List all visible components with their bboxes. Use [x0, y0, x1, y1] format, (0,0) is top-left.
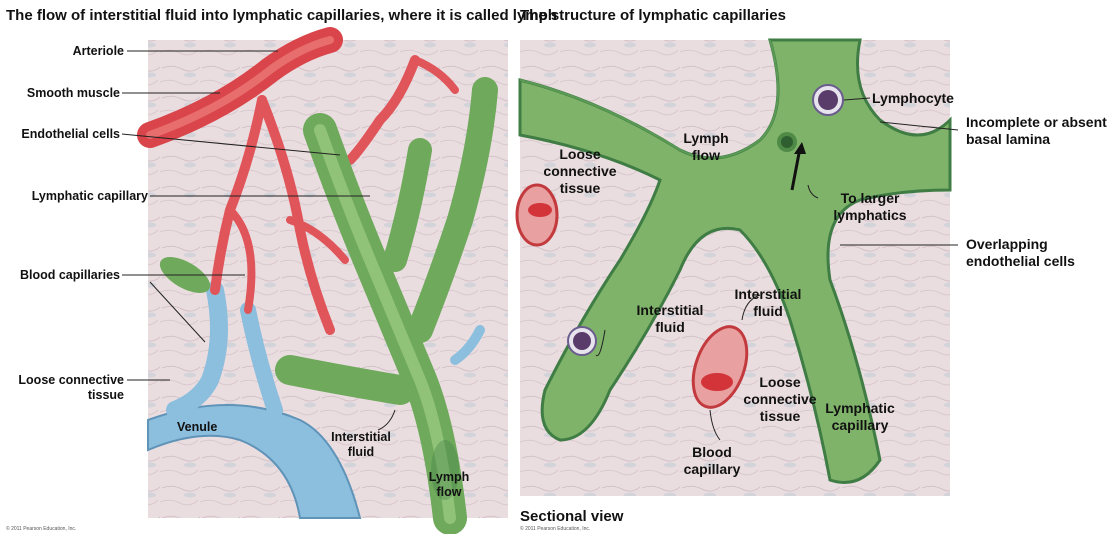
label-line-1: Loose [559, 146, 600, 162]
label-line-3: tissue [760, 408, 800, 424]
label-line-2: fluid [655, 319, 685, 335]
label-line-1: Lymphatic [825, 400, 895, 416]
label-line-1: Interstitial [331, 430, 391, 444]
label-line-2: tissue [88, 388, 124, 402]
label-line-1: Lymph [429, 470, 470, 484]
label-lymphocyte: Lymphocyte [872, 90, 954, 107]
label-loose-connective-tissue-bottom: Loose connective tissue [735, 374, 825, 425]
label-loose-connective-tissue: Loose connective tissue [0, 373, 124, 403]
label-line-1: To larger [841, 190, 900, 206]
label-endothelial-cells: Endothelial cells [0, 127, 120, 142]
label-overlapping-endothelial-cells: Overlapping endothelial cells [966, 236, 1075, 270]
label-line-1: Loose connective [18, 373, 124, 387]
label-blood-capillaries: Blood capillaries [0, 268, 120, 283]
label-line-1: Lymph [683, 130, 728, 146]
label-line-2: lymphatics [833, 207, 906, 223]
label-line-2: fluid [348, 445, 374, 459]
label-line-1: Interstitial [637, 302, 704, 318]
label-lymphatic-capillary-right: Lymphatic capillary [818, 400, 902, 434]
label-line-3: tissue [560, 180, 600, 196]
sectional-view-title: Sectional view [520, 508, 623, 525]
label-venule: Venule [177, 420, 217, 435]
label-line-2: flow [437, 485, 462, 499]
label-line-1: Overlapping [966, 236, 1048, 252]
label-lymph-flow-left: Lymph flow [426, 470, 472, 500]
label-smooth-muscle: Smooth muscle [10, 86, 120, 101]
label-blood-capillary: Blood capillary [672, 444, 752, 478]
label-incomplete-basal-lamina: Incomplete or absent basal lamina [966, 114, 1107, 148]
label-line-2: endothelial cells [966, 253, 1075, 269]
label-line-1: Interstitial [735, 286, 802, 302]
label-line-2: basal lamina [966, 131, 1050, 147]
label-to-larger-lymphatics: To larger lymphatics [820, 190, 920, 224]
label-interstitial-fluid-left: Interstitial fluid [326, 430, 396, 460]
label-line-2: flow [692, 147, 720, 163]
label-line-2: connective [743, 391, 816, 407]
label-line-2: capillary [684, 461, 741, 477]
copyright-right: © 2011 Pearson Education, Inc. [520, 526, 590, 532]
label-line-2: fluid [753, 303, 783, 319]
label-lymph-flow-right: Lymph flow [678, 130, 734, 164]
label-lymphatic-capillary: Lymphatic capillary [0, 189, 148, 204]
copyright-left: © 2011 Pearson Education, Inc. [6, 526, 76, 532]
label-line-2: connective [543, 163, 616, 179]
label-interstitial-fluid-a: Interstitial fluid [630, 302, 710, 336]
label-line-1: Incomplete or absent [966, 114, 1107, 130]
label-line-2: capillary [832, 417, 889, 433]
label-line-1: Blood [692, 444, 732, 460]
label-line-1: Loose [759, 374, 800, 390]
label-arteriole: Arteriole [20, 44, 124, 59]
label-interstitial-fluid-b: Interstitial fluid [728, 286, 808, 320]
label-loose-connective-tissue-top: Loose connective tissue [535, 146, 625, 197]
